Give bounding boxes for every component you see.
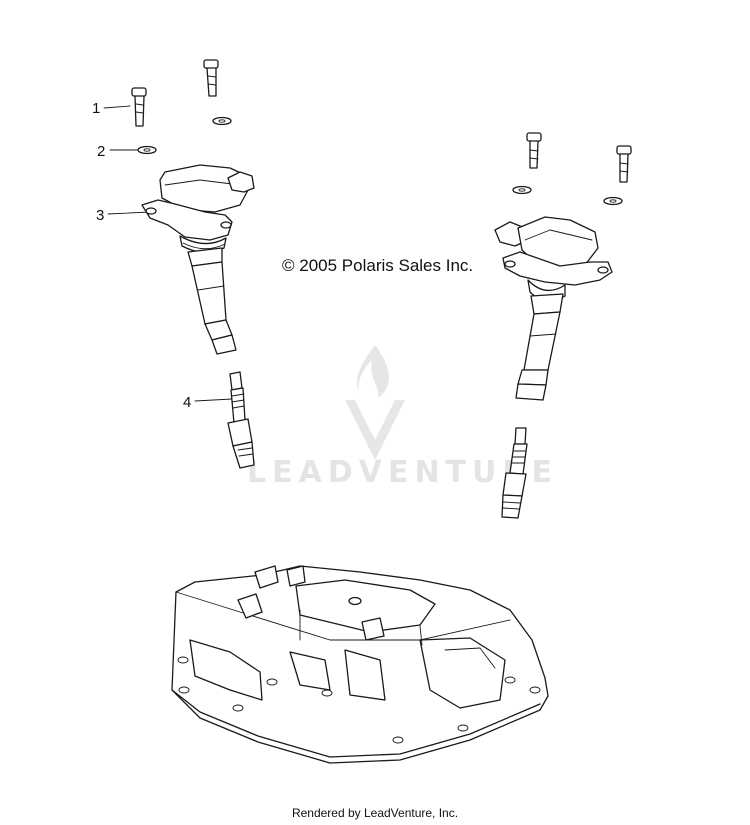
callout-2: 2 [97, 143, 143, 160]
callout-number: 4 [183, 394, 191, 411]
washer-left-1 [137, 145, 157, 155]
washer-left-2 [212, 116, 232, 126]
watermark-text: LEADVENTURE [247, 455, 558, 490]
screw-right-2 [616, 145, 632, 183]
screw-right-1 [526, 132, 542, 169]
spark-plug-right [501, 427, 528, 519]
callout-number: 3 [96, 207, 104, 224]
screw-left-2 [203, 59, 219, 97]
washer-right-1 [512, 185, 532, 195]
copyright-text: © 2005 Polaris Sales Inc. [282, 256, 473, 275]
ignition-coil-left [141, 164, 255, 355]
ignition-coil-right [494, 216, 613, 401]
leadventure-watermark: LEADVENTURE [247, 345, 558, 490]
callout-1: 1 [92, 100, 131, 117]
washer-right-2 [603, 196, 623, 206]
screw-left-1 [131, 87, 147, 127]
valve-cover [171, 565, 549, 764]
callout-4: 4 [183, 394, 233, 411]
spark-plug-left [227, 371, 255, 469]
callout-3: 3 [96, 207, 151, 224]
callout-number: 1 [92, 100, 100, 117]
flame-logo-icon [345, 345, 405, 460]
footer-credit: Rendered by LeadVenture, Inc. [291, 806, 459, 820]
callout-number: 2 [97, 143, 105, 160]
